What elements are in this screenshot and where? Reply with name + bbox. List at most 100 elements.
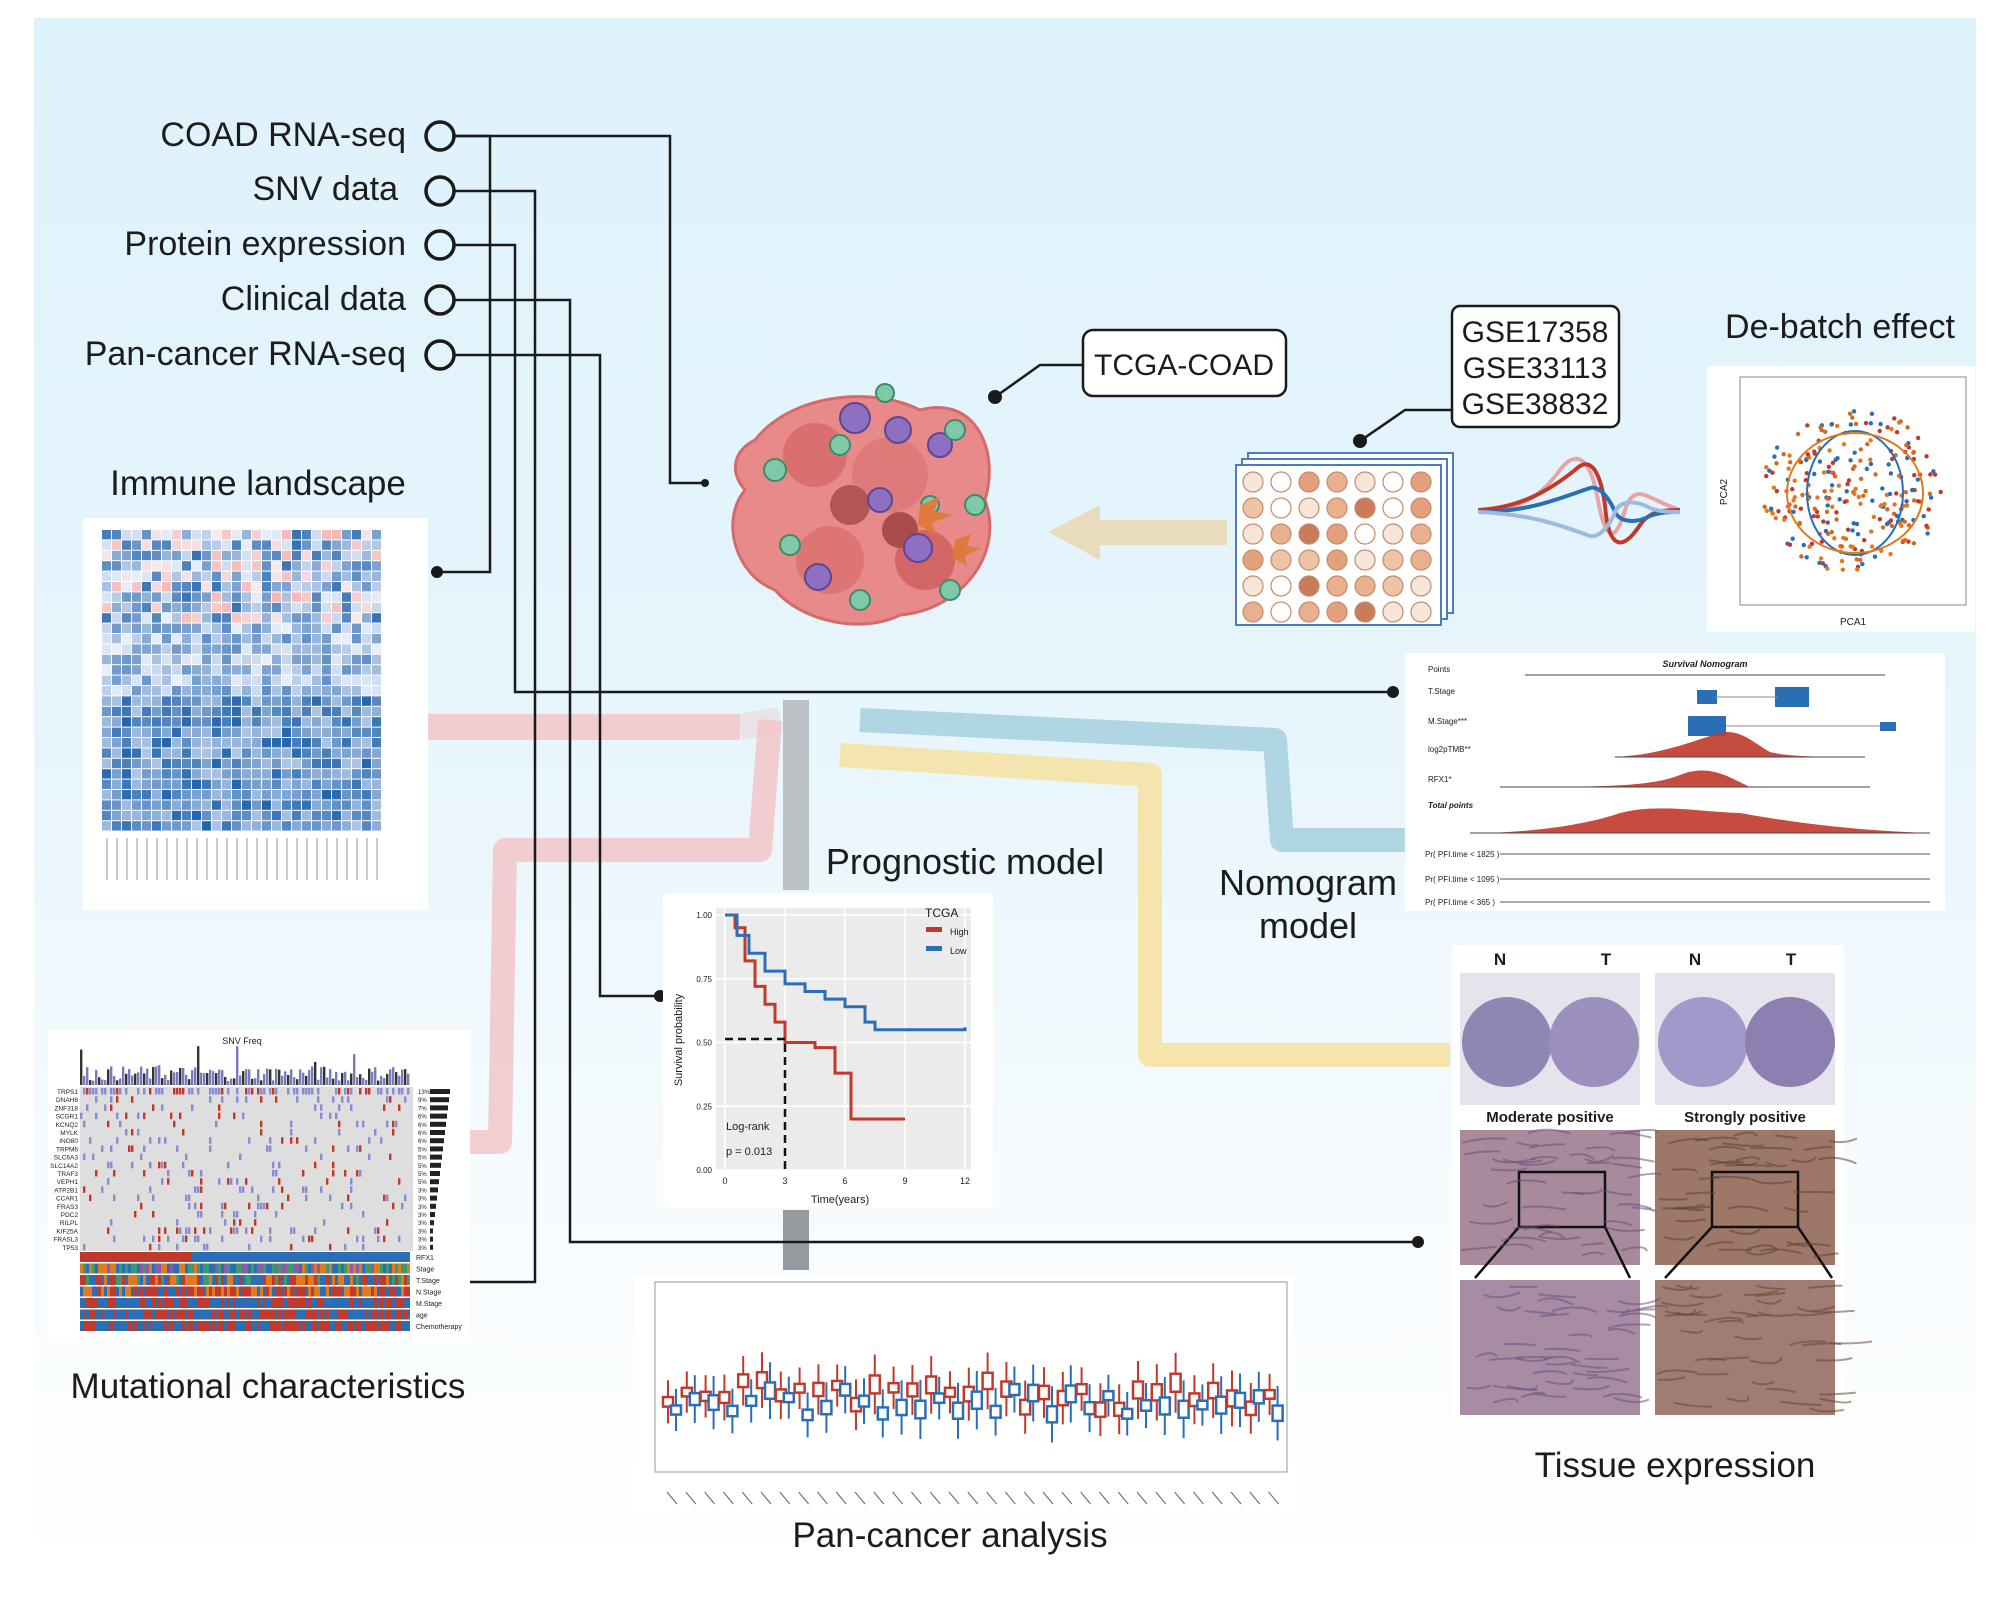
heatmap-cell — [122, 748, 131, 758]
tissue-stroke — [1816, 1357, 1853, 1362]
oncoprint-cell — [383, 1194, 386, 1202]
heatmap-cell — [142, 665, 151, 675]
heatmap-cell — [212, 810, 221, 821]
oncoprint-cell — [359, 1145, 362, 1152]
heatmap-cell — [172, 540, 181, 550]
annotation-cell — [194, 1309, 197, 1320]
oncoprint-cell — [218, 1178, 221, 1185]
oncoprint-cell — [152, 1104, 155, 1111]
heatmap-cell — [372, 530, 381, 540]
oncoprint-cell — [389, 1096, 392, 1103]
oncoprint-cell — [161, 1104, 164, 1111]
snv-freq-bar — [430, 1187, 438, 1193]
annotation-cell — [80, 1309, 83, 1320]
annotation-cell — [101, 1286, 104, 1297]
annotation-cell — [359, 1309, 362, 1320]
tissue-stroke — [1759, 1248, 1803, 1255]
heatmap-cell — [342, 758, 351, 769]
heatmap-cell — [102, 675, 111, 685]
annotation-cell — [275, 1286, 278, 1297]
heatmap-cell — [142, 540, 151, 550]
annotation-cell — [254, 1275, 257, 1285]
annotation-cell — [335, 1321, 338, 1331]
heatmap-cell — [352, 530, 361, 540]
heatmap-cell — [212, 582, 221, 592]
pca-point — [1829, 488, 1834, 493]
heatmap-cell — [202, 706, 211, 717]
tissue-stroke — [1530, 1155, 1559, 1161]
heatmap-cell — [362, 790, 371, 800]
oncoprint-cell — [254, 1219, 257, 1226]
oncoprint-cell — [137, 1194, 140, 1202]
heatmap-cell — [302, 561, 311, 571]
heatmap-cell — [292, 592, 301, 602]
tma-core — [1658, 997, 1748, 1087]
pca-point — [1804, 471, 1810, 476]
heatmap-cell — [262, 758, 271, 769]
annotation-cell — [266, 1298, 269, 1308]
heatmap-cell — [192, 644, 201, 654]
heatmap-cell — [162, 571, 171, 581]
pca-point — [1894, 491, 1899, 496]
annotation-cell — [311, 1298, 314, 1308]
annotation-cell — [320, 1275, 323, 1285]
pca-point — [1829, 529, 1834, 535]
heatmap-cell — [362, 644, 371, 654]
annotation-cell — [119, 1286, 122, 1297]
heatmap-cell — [342, 675, 351, 685]
annotation-cell — [353, 1298, 356, 1308]
annotation-cell — [407, 1309, 410, 1320]
annotation-cell — [329, 1286, 332, 1297]
annotation-cell — [269, 1309, 272, 1320]
tissue-col-n2: N — [1689, 950, 1701, 969]
box — [1177, 1399, 1190, 1419]
annotation-cell — [260, 1252, 263, 1262]
heatmap-cell — [262, 706, 271, 717]
annotation-cell — [392, 1263, 395, 1274]
heatmap-cell — [202, 654, 211, 665]
pca-point — [1894, 513, 1900, 519]
heatmap-cell — [112, 696, 121, 706]
heatmap-cell — [292, 779, 301, 789]
snv-gene-pct: 13% — [418, 1090, 431, 1096]
annotation-cell — [329, 1321, 332, 1331]
oncoprint-cell — [338, 1088, 341, 1095]
snv-gene-label: SLC14A2 — [50, 1163, 78, 1170]
heatmap-cell — [132, 654, 141, 665]
annotation-cell — [200, 1309, 203, 1320]
heatmap-cell — [272, 530, 281, 540]
snv-gene-label: ZNF318 — [55, 1105, 79, 1112]
box — [707, 1393, 720, 1412]
tissue-stroke — [1798, 1310, 1833, 1317]
annotation-cell — [143, 1298, 146, 1308]
annotation-cell — [290, 1321, 293, 1331]
box — [820, 1399, 833, 1416]
heatmap-cell — [102, 800, 111, 810]
annotation-cell — [380, 1252, 383, 1262]
oncoprint-cell — [260, 1202, 263, 1210]
annotation-cell — [395, 1263, 398, 1274]
oncoprint-cell — [242, 1186, 245, 1193]
heatmap-cell — [182, 592, 191, 602]
tissue-stroke — [1809, 1407, 1845, 1413]
annotation-cell — [290, 1298, 293, 1308]
pca-point — [1829, 483, 1835, 488]
oncoprint-cell — [317, 1096, 320, 1103]
oncoprint-cell — [197, 1235, 200, 1243]
annotation-cell — [104, 1252, 107, 1262]
pca-point — [1927, 491, 1933, 496]
heatmap-cell — [162, 561, 171, 571]
heatmap-cell — [142, 717, 151, 727]
annotation-cell — [197, 1252, 200, 1262]
annotation-cell — [320, 1263, 323, 1274]
oncoprint-cell — [116, 1096, 119, 1103]
annotation-cell — [230, 1321, 233, 1331]
snv-bar — [179, 1067, 182, 1085]
annotation-cell — [188, 1309, 191, 1320]
annotation-cell — [395, 1275, 398, 1285]
nomogram-row-label: Total points — [1428, 801, 1474, 810]
snv-bar — [257, 1069, 260, 1085]
heatmap-cell — [332, 800, 341, 810]
heatmap-cell — [302, 769, 311, 779]
